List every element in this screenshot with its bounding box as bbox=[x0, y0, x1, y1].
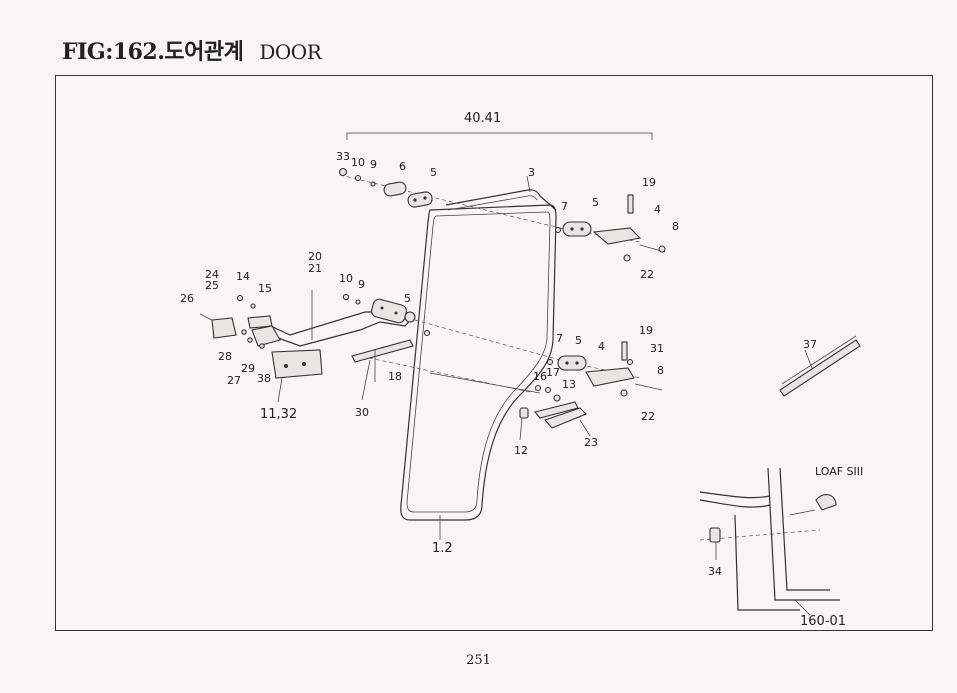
callout-26: 26 bbox=[180, 292, 194, 305]
callout-labels: 40.41 33 10 9 6 5 3 7 5 19 4 8 22 24 25 … bbox=[180, 111, 863, 629]
gas-strut bbox=[351, 339, 414, 382]
callout-9: 9 bbox=[370, 158, 377, 171]
fig-number: FIG:162. bbox=[62, 39, 165, 65]
callout-1-2: 1.2 bbox=[432, 541, 453, 556]
callout-21: 21 bbox=[308, 262, 322, 275]
callout-9-left: 9 bbox=[358, 278, 365, 291]
callout-20: 20 bbox=[308, 250, 322, 263]
callout-8-lower: 8 bbox=[657, 364, 664, 377]
callout-16: 16 bbox=[533, 370, 547, 383]
callout-loaf: LOAF SIII bbox=[815, 465, 863, 478]
callout-160-01: 160-01 bbox=[800, 614, 846, 629]
callout-13: 13 bbox=[562, 378, 576, 391]
callout-27: 27 bbox=[227, 374, 241, 387]
callout-34: 34 bbox=[708, 565, 722, 578]
leader-lines bbox=[277, 175, 813, 616]
page-number: 251 bbox=[466, 653, 491, 668]
diagram-frame bbox=[55, 75, 933, 631]
lower-hinge-bar bbox=[429, 372, 587, 429]
callout-6: 6 bbox=[399, 160, 406, 173]
callout-4: 4 bbox=[654, 203, 661, 216]
callout-37: 37 bbox=[803, 338, 817, 351]
callout-31: 31 bbox=[650, 342, 664, 355]
callout-5-lower: 5 bbox=[575, 334, 582, 347]
callout-14: 14 bbox=[236, 270, 250, 283]
callout-12: 12 bbox=[514, 444, 528, 457]
callout-8: 8 bbox=[672, 220, 679, 233]
callout-15: 15 bbox=[258, 282, 272, 295]
callout-10-left: 10 bbox=[339, 272, 353, 285]
callout-29: 29 bbox=[241, 362, 255, 375]
page-title: FIG:162.도어관계 DOOR bbox=[62, 34, 322, 66]
callout-3: 3 bbox=[528, 166, 535, 179]
callout-28: 28 bbox=[218, 350, 232, 363]
callout-38: 38 bbox=[257, 372, 271, 385]
callout-25: 25 bbox=[205, 279, 219, 292]
callout-11-32: 11,32 bbox=[260, 407, 297, 422]
callout-33: 33 bbox=[336, 150, 350, 163]
callout-19: 19 bbox=[642, 176, 656, 189]
callout-7: 7 bbox=[561, 200, 568, 213]
door-stay-arm bbox=[256, 293, 431, 347]
callout-22: 22 bbox=[640, 268, 654, 281]
callout-5: 5 bbox=[430, 166, 437, 179]
callout-10: 10 bbox=[351, 156, 365, 169]
callout-17: 17 bbox=[546, 366, 560, 379]
upper-hinge-plates bbox=[338, 167, 433, 208]
callout-23: 23 bbox=[584, 436, 598, 449]
callout-18: 18 bbox=[388, 370, 402, 383]
title-korean: 도어관계 bbox=[164, 39, 244, 65]
left-hinge-bracket bbox=[199, 294, 323, 379]
part-37-rail bbox=[779, 335, 861, 397]
title-english: DOOR bbox=[259, 40, 322, 64]
callout-4-lower: 4 bbox=[598, 340, 605, 353]
callout-19-lower: 19 bbox=[639, 324, 653, 337]
callout-5-arm: 5 bbox=[404, 292, 411, 305]
assembly-bracket bbox=[346, 132, 653, 140]
callout-22-lower: 22 bbox=[641, 410, 655, 423]
callout-7-lower: 7 bbox=[556, 332, 563, 345]
right-lower-hinge bbox=[546, 341, 663, 397]
callout-24: 24 bbox=[205, 268, 219, 281]
door-frame-seal bbox=[445, 189, 557, 211]
door-glass-panel bbox=[400, 204, 557, 521]
callout-30: 30 bbox=[355, 406, 369, 419]
right-upper-hinge bbox=[554, 194, 666, 262]
callout-40-41: 40.41 bbox=[464, 111, 501, 126]
callout-5-right: 5 bbox=[592, 196, 599, 209]
cab-frame-inset bbox=[699, 467, 840, 611]
